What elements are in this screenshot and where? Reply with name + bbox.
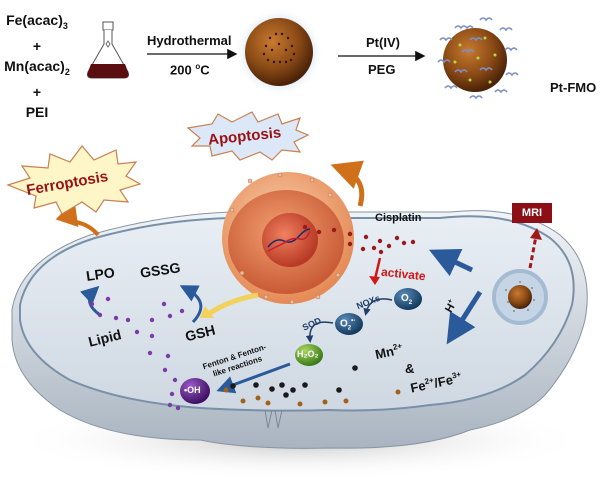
o2-label: O2	[401, 293, 413, 306]
hydroxyl-radical-bubble	[180, 378, 210, 404]
hydroxyl-radical-dots	[89, 296, 185, 411]
noxs-curve-arrow	[363, 298, 393, 316]
apoptosis-starburst	[186, 111, 310, 161]
step2-label-top: Pt(IV)	[366, 35, 400, 50]
flask-icon	[87, 21, 129, 79]
superoxide-bubble	[335, 313, 363, 335]
gsh-depletion-arrow	[208, 292, 259, 316]
pt-fmo-nanoparticle	[437, 17, 519, 100]
pt-fmo-in-cell	[492, 269, 548, 325]
reagent-pei: PEI	[25, 103, 49, 120]
step1-label-top: Hydrothermal	[147, 33, 232, 48]
ferroptosis-arrow	[55, 200, 100, 237]
reagent-fe: Fe(acac)3	[6, 12, 68, 31]
sod-curve-arrow	[305, 321, 334, 343]
fmo-nanoparticle	[235, 8, 323, 96]
step1-label-bottom: 200 oC	[170, 62, 210, 78]
apoptosis-arrow	[330, 160, 365, 207]
superoxide-label: O2•-	[340, 318, 356, 332]
h2o2-bubble	[295, 344, 323, 366]
cisplatin-label: Cisplatin	[375, 212, 422, 224]
release-arrow-cisplatin	[428, 248, 474, 277]
ampersand-label: &	[405, 361, 415, 376]
product-label: Pt-FMO	[550, 80, 597, 95]
release-arrow-ions	[446, 290, 483, 345]
step2-label-bottom: PEG	[368, 62, 396, 77]
gsh-gssg-cycle-arrow	[179, 285, 203, 324]
ferroptosis-starburst	[6, 145, 142, 215]
reagents-list: Fe(acac)3 + Mn(acac)2 + PEI	[4, 10, 70, 122]
mri-badge: MRI	[512, 203, 552, 223]
plus-sign: +	[32, 37, 42, 54]
metal-ion-dots	[223, 365, 401, 407]
cisplatin-molecules	[302, 224, 416, 255]
lipid-lpo-cycle-arrow	[80, 285, 101, 317]
nucleus	[222, 172, 354, 305]
o2-bubble	[394, 288, 422, 310]
h2o2-label: H₂O₂	[297, 349, 319, 359]
plus-sign: +	[32, 83, 42, 100]
activate-arrow	[373, 257, 382, 280]
reagent-mn: Mn(acac)2	[4, 57, 70, 77]
dna-icon	[267, 228, 311, 252]
mri-arrow	[528, 235, 538, 269]
hydroxyl-radical-label: •OH	[184, 385, 201, 395]
